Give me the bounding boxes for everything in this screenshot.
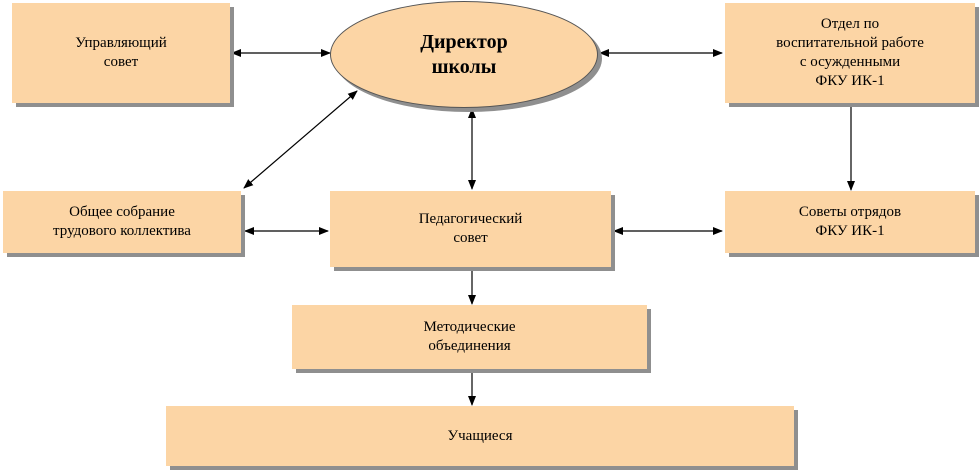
detachment-councils-box: Советы отрядов ФКУ ИК-1 xyxy=(725,191,975,253)
director-ellipse: Директор школы xyxy=(330,1,598,108)
students-box: Учащиеся xyxy=(166,406,794,466)
students-label: Учащиеся xyxy=(447,427,513,444)
pedagogical-council-box: Педагогический совет xyxy=(330,191,611,267)
educational-department-label: Отдел по воспитательной работе с осужден… xyxy=(776,16,924,89)
arrow-director-meeting xyxy=(243,90,358,189)
methodical-associations-box: Методические объединения xyxy=(292,305,647,369)
detachment-councils-label: Советы отрядов ФКУ ИК-1 xyxy=(798,204,902,239)
governing-council-label: Управляющий совет xyxy=(75,35,167,70)
educational-department-box: Отдел по воспитательной работе с осужден… xyxy=(725,3,975,103)
governing-council-box: Управляющий совет xyxy=(12,3,230,103)
general-meeting-box: Общее собрание трудового коллектива xyxy=(3,191,241,253)
director-label: Директор школы xyxy=(420,30,508,78)
pedagogical-council-label: Педагогический совет xyxy=(418,211,523,246)
general-meeting-label: Общее собрание трудового коллектива xyxy=(53,204,191,239)
methodical-associations-label: Методические объединения xyxy=(423,319,516,354)
